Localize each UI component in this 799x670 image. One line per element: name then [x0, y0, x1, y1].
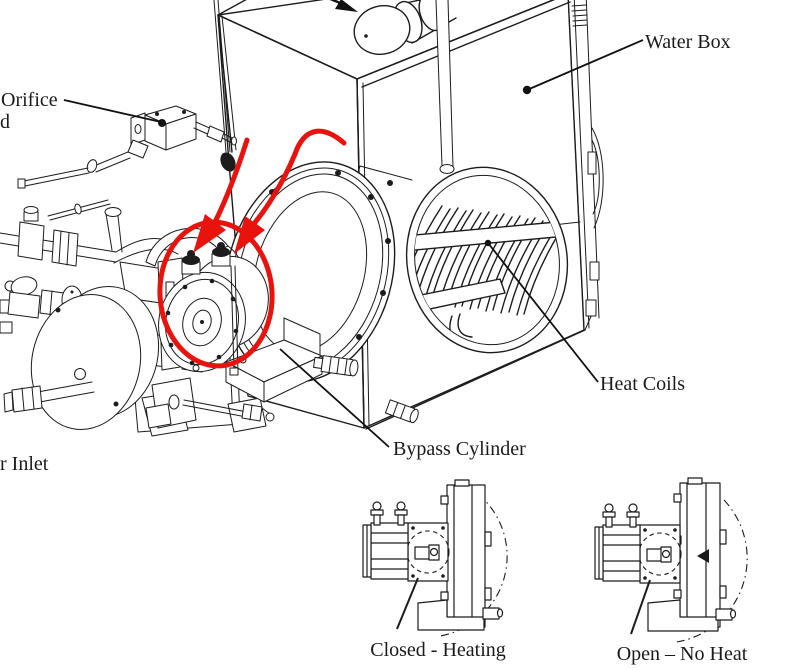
label-heat-coils: Heat Coils [600, 373, 685, 395]
threaded-rod [182, 399, 275, 422]
inset-closed-leader [396, 577, 419, 630]
heat-coil-window [401, 166, 569, 354]
inset-open-bolts [602, 503, 640, 528]
orifice-block [17, 105, 237, 189]
inset-closed-view [362, 479, 508, 637]
overflow-tube [435, 0, 455, 174]
red-arrow-2-head [234, 216, 265, 254]
base-bracket [145, 317, 419, 429]
label-inset-closed: Closed - Heating [370, 639, 506, 661]
heat-coils-leader-dot [484, 239, 492, 247]
label-orifice-cutoff: d [0, 111, 10, 133]
labels: Orifice d Water Box Heat Coils Bypass Cy… [0, 31, 748, 665]
tie-rod [229, 265, 239, 376]
magnifier-circle-open [676, 499, 748, 643]
drain-fitting [384, 399, 419, 424]
inset-open-view [594, 477, 748, 643]
heat-coils-leader [487, 242, 599, 383]
label-water-inlet-cutoff: r Inlet [0, 453, 49, 475]
label-bypass-cylinder: Bypass Cylinder [393, 438, 526, 460]
machine-line-art [0, 0, 604, 437]
leader-lines [63, 0, 644, 448]
rod-direction-arrow-icon [697, 549, 709, 563]
red-arrow-2-shaft [249, 128, 347, 229]
inset-closed-bolts [370, 501, 408, 526]
probe-rod [213, 0, 236, 172]
bypass-bolt-holes [165, 278, 239, 366]
port-fittings [181, 242, 231, 275]
side-rail [567, 0, 604, 331]
red-arrow-1-shaft [212, 137, 250, 225]
hex-nipple [313, 355, 359, 377]
label-inset-open: Open – No Heat [617, 643, 748, 665]
red-annotations [157, 128, 347, 369]
orifice-leader [63, 99, 162, 123]
water-box-leader-dot [522, 85, 532, 95]
red-arrow-1-head [193, 214, 226, 253]
label-water-box: Water Box [645, 31, 731, 53]
orifice-leader-dot [158, 119, 166, 127]
label-orifice: Orifice [1, 89, 58, 111]
water-box-leader [526, 39, 644, 91]
bypass-leader [279, 348, 390, 448]
inset-open-leader [630, 579, 651, 635]
top-arrow [329, 0, 358, 12]
